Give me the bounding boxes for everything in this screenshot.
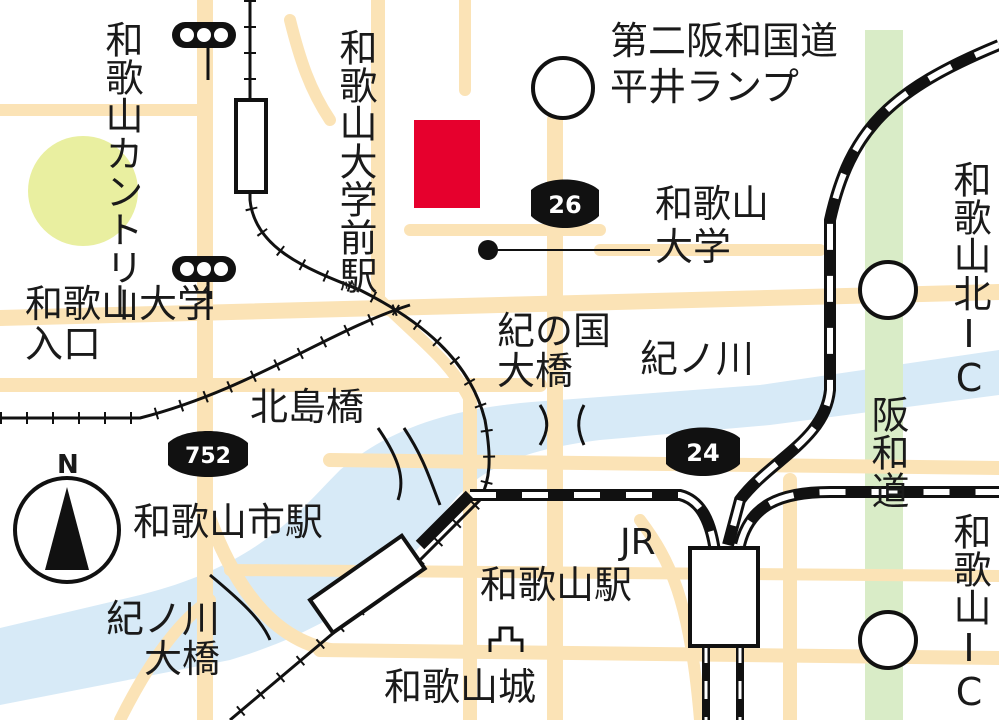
compass-north-label: N [57, 450, 79, 480]
wakayama-station-box [688, 546, 760, 648]
label-wakayama-daigakumae-station: 和歌山大学前駅 [333, 28, 377, 294]
compass-north-icon [13, 476, 121, 584]
svg-text:26: 26 [548, 191, 581, 219]
traffic-signal-icon [172, 256, 236, 320]
label-hanwa-expressway: 阪和道 [865, 395, 909, 509]
label-kinokawa-ohashi: 紀ノ川大橋 [105, 597, 220, 681]
label-hirai-ramp-line1: 第二阪和国道 [610, 19, 839, 63]
label-wakayama-university-line2: 大学 [655, 225, 732, 269]
interchange-circle-icon [531, 56, 595, 120]
castle-icon [488, 626, 524, 652]
label-wakayama-university-line1: 和歌山 [655, 182, 770, 226]
interchange-circle-icon [858, 610, 918, 670]
interchange-circle-icon [858, 260, 918, 320]
hanwa-expressway-band [865, 30, 903, 720]
label-wakayama-station: 和歌山駅 [480, 563, 633, 607]
svg-text:24: 24 [686, 439, 719, 467]
label-jr: JR [620, 522, 656, 563]
traffic-signal-icon [172, 22, 236, 80]
label-wakayama-castle: 和歌山城 [384, 665, 537, 709]
route-shield-752: 752 [168, 431, 248, 477]
nankai-railway [0, 0, 496, 720]
label-wakayama-kita-ic: 和歌山北IC [947, 160, 991, 400]
wakayama-daigakumae-station-box [234, 98, 268, 194]
label-wakayamashi-station: 和歌山市駅 [133, 500, 324, 544]
destination-marker [414, 120, 480, 208]
label-hirai-ramp-line2: 平井ランプ [610, 65, 799, 109]
kinokawa-river [0, 350, 999, 705]
label-kitajimabashi: 北島橋 [250, 385, 365, 429]
golf-course-park [28, 136, 138, 246]
svg-text:752: 752 [185, 444, 231, 469]
label-wakayama-univ-entrance: 和歌山大学入口 [25, 282, 216, 366]
label-wakayama-ic: 和歌山IC [947, 512, 991, 714]
label-wakayama-country: 和歌山カントリー [99, 20, 143, 324]
route-shield-24: 24 [666, 427, 740, 476]
label-kinokuni-ohashi: 紀の国大橋 [497, 309, 612, 393]
wakayamashi-station-box [307, 532, 428, 636]
university-point [478, 240, 498, 260]
bridge-marks [209, 404, 586, 641]
route-shield-26: 26 [531, 179, 599, 228]
label-kinokawa-upper: 紀ノ川 [640, 337, 755, 381]
